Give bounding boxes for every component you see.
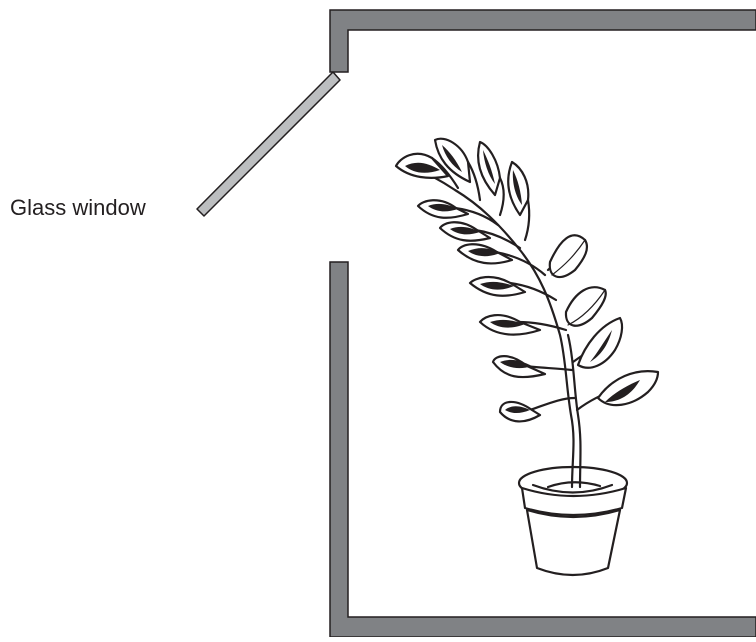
potted-plant: [396, 139, 658, 575]
top-wall: [330, 10, 756, 72]
plant-leaves: [396, 139, 545, 422]
left-bottom-wall: [330, 262, 756, 637]
glass-window-pane: [197, 72, 340, 216]
glass-window-label: Glass window: [10, 195, 146, 221]
